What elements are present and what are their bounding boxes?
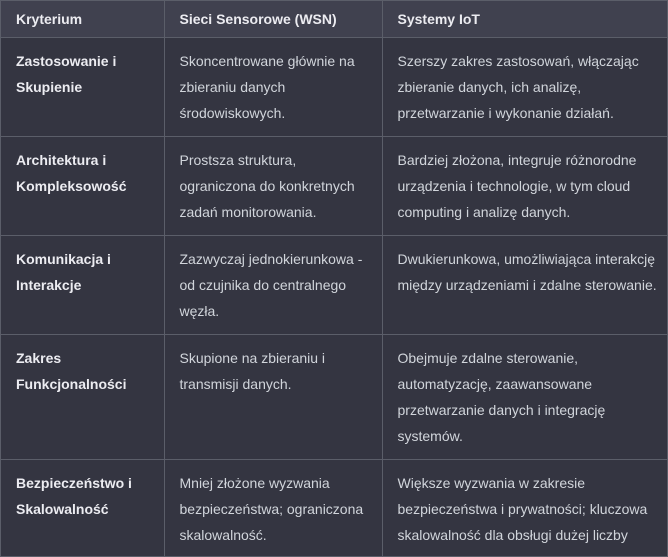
table-row: Zastosowanie i Skupienie Skoncentrowane … — [1, 37, 667, 137]
iot-cell: Większe wyzwania w zakresie bezpieczeńst… — [397, 475, 648, 556]
table-row: Zakres Funkcjonalności Skupione na zbier… — [1, 334, 667, 460]
table-row: Bezpieczeństwo i Skalowalność Mniej złoż… — [1, 459, 667, 556]
criterion-cell: Architektura i Kompleksowość — [1, 136, 165, 236]
wsn-cell: Skoncentrowane głównie na zbieraniu dany… — [164, 37, 383, 137]
wsn-cell: Skupione na zbieraniu i transmisji danyc… — [164, 334, 383, 460]
iot-cell: Obejmuje zdalne sterowanie, automatyzacj… — [382, 334, 667, 460]
criterion-cell: Zastosowanie i Skupienie — [1, 37, 165, 137]
iot-cell: Bardziej złożona, integruje różnorodne u… — [382, 136, 667, 236]
table-body: Zastosowanie i Skupienie Skoncentrowane … — [1, 37, 667, 556]
wsn-cell: Mniej złożone wyzwania bezpieczeństwa; o… — [164, 459, 383, 556]
wsn-cell: Zazwyczaj jednokierunkowa - od czujnika … — [164, 235, 383, 335]
criterion-cell: Bezpieczeństwo i Skalowalność — [1, 459, 165, 556]
wsn-cell: Prostsza struktura, ograniczona do konkr… — [164, 136, 383, 236]
criterion-cell: Komunikacja i Interakcje — [1, 235, 165, 335]
table-header: Kryterium Sieci Sensorowe (WSN) Systemy … — [1, 1, 667, 38]
table-row: Komunikacja i Interakcje Zazwyczaj jedno… — [1, 235, 667, 335]
criterion-cell: Zakres Funkcjonalności — [1, 334, 165, 460]
table-row: Architektura i Kompleksowość Prostsza st… — [1, 136, 667, 236]
header-criterion: Kryterium — [1, 1, 165, 38]
header-iot: Systemy IoT — [382, 1, 667, 38]
header-wsn: Sieci Sensorowe (WSN) — [164, 1, 383, 38]
header-row: Kryterium Sieci Sensorowe (WSN) Systemy … — [1, 1, 667, 38]
iot-cell: Dwukierunkowa, umożliwiająca interakcję … — [382, 235, 667, 335]
iot-cell: Szerszy zakres zastosowań, włączając zbi… — [382, 37, 667, 137]
